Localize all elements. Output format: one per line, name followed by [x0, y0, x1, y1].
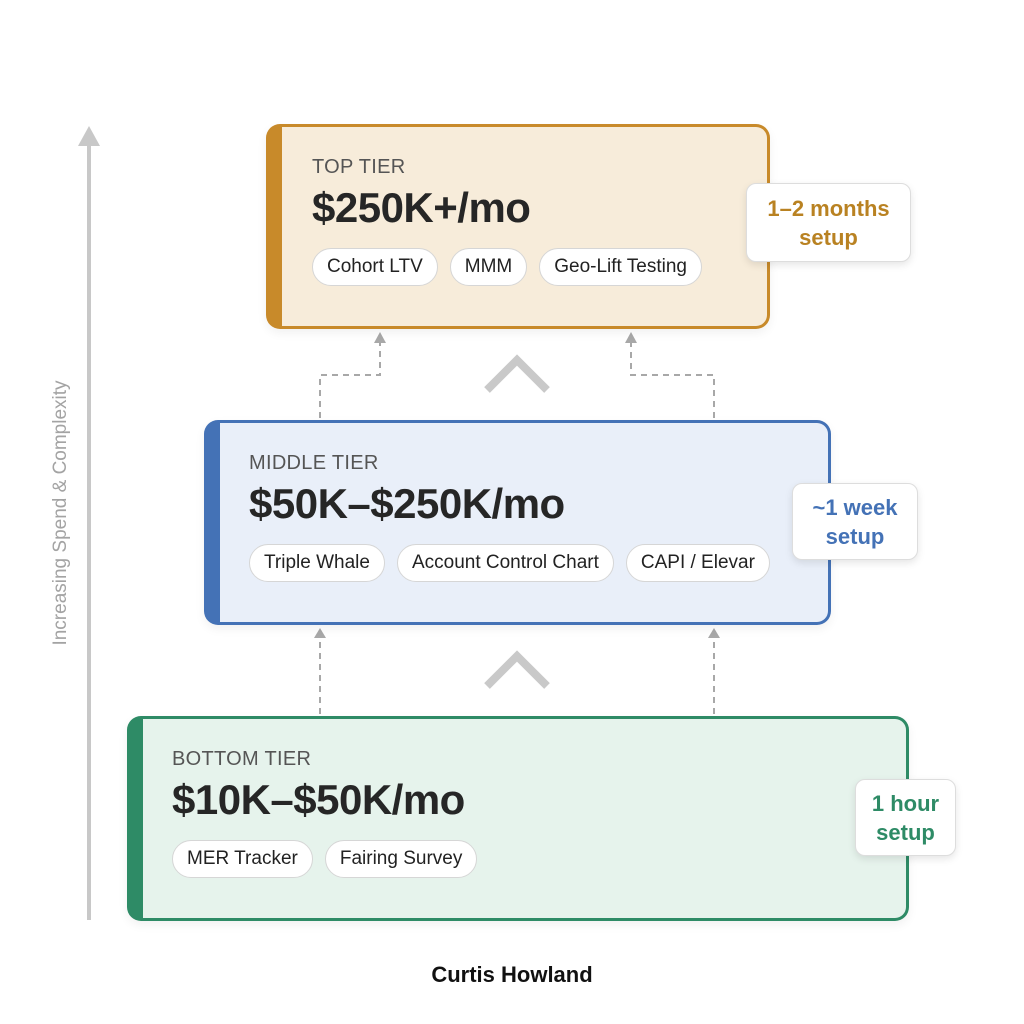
chevron-up-icon	[484, 354, 550, 393]
connector-bottom-to-middle-right	[708, 628, 720, 714]
tier-label: MIDDLE TIER	[249, 452, 379, 474]
tier-card-top: TOP TIER $250K+/mo Cohort LTV MMM Geo-Li…	[266, 124, 770, 329]
author-credit: Curtis Howland	[431, 962, 593, 987]
connector-middle-to-top-right	[625, 332, 715, 418]
vertical-axis-arrow	[78, 126, 100, 920]
tier-card-middle: MIDDLE TIER $50K–$250K/mo Triple Whale A…	[204, 420, 831, 625]
connector-middle-to-top-left	[319, 332, 386, 418]
axis-label: Increasing Spend & Complexity	[50, 380, 71, 646]
setup-duration: 1–2 months	[767, 195, 890, 221]
tool-pill-mer-tracker: MER Tracker	[172, 840, 313, 878]
chevron-up-icon	[484, 650, 550, 689]
tool-pill-capi-elevar: CAPI / Elevar	[625, 544, 770, 582]
tool-pill-list: Cohort LTV MMM Geo-Lift Testing	[312, 248, 747, 286]
tool-pill-geo-lift-testing: Geo-Lift Testing	[539, 248, 702, 286]
setup-duration: ~1 week	[812, 494, 898, 520]
setup-word: setup	[799, 224, 858, 250]
tool-pill-list: MER Tracker Fairing Survey	[172, 840, 886, 878]
tier-label: TOP TIER	[312, 156, 406, 178]
setup-word: setup	[876, 819, 935, 845]
tier-price: $250K+/mo	[312, 184, 531, 231]
setup-duration: 1 hour	[871, 790, 940, 816]
connector-bottom-to-middle-left	[314, 628, 326, 714]
tool-pill-mmm: MMM	[449, 248, 528, 286]
tier-price: $10K–$50K/mo	[172, 776, 465, 823]
setup-callout-middle: ~1 week setup	[792, 483, 918, 560]
tool-pill-triple-whale: Triple Whale	[249, 544, 385, 582]
tool-pill-fairing-survey: Fairing Survey	[324, 840, 478, 878]
setup-callout-top: 1–2 months setup	[746, 183, 911, 262]
tool-pill-list: Triple Whale Account Control Chart CAPI …	[249, 544, 808, 582]
tool-pill-account-control-chart: Account Control Chart	[396, 544, 614, 582]
setup-callout-bottom: 1 hour setup	[855, 779, 956, 856]
tier-price: $50K–$250K/mo	[249, 480, 565, 527]
tier-label: BOTTOM TIER	[172, 748, 312, 770]
tier-card-bottom: BOTTOM TIER $10K–$50K/mo MER Tracker Fai…	[127, 716, 909, 921]
tool-pill-cohort-ltv: Cohort LTV	[312, 248, 438, 286]
setup-word: setup	[825, 523, 885, 549]
